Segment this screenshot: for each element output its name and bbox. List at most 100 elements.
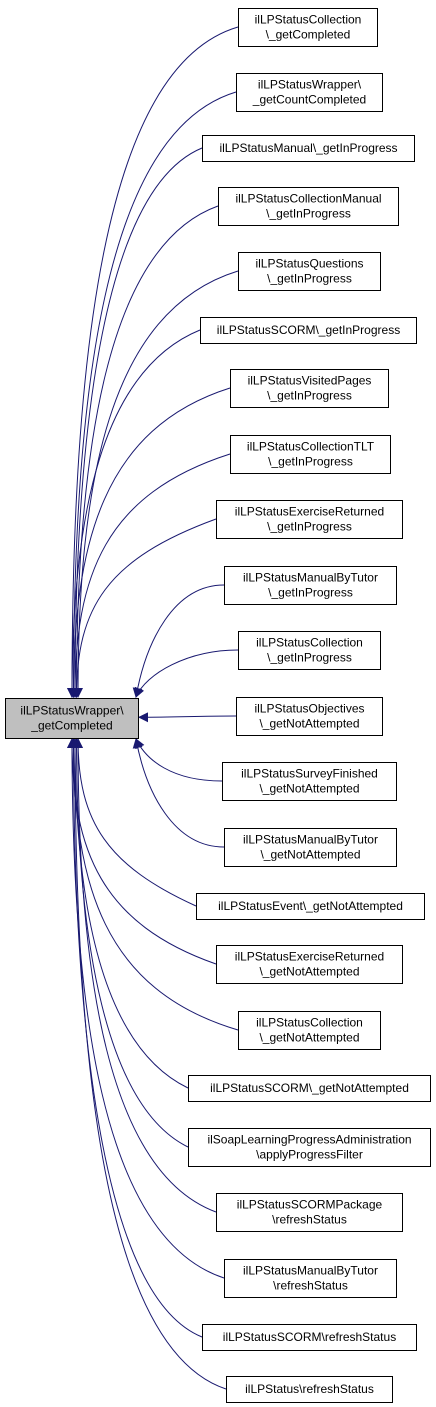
caller-node-13-label-line: ilLPStatusSurveyFinished (241, 767, 378, 781)
caller-node-18[interactable]: ilLPStatusSCORM\_getNotAttempted (188, 1075, 431, 1102)
caller-node-9-box (216, 500, 403, 539)
caller-node-21-box (224, 1259, 397, 1298)
caller-node-1[interactable]: ilLPStatusCollection\_getCompleted (238, 8, 378, 47)
caller-node-2-label-line: ilLPStatusWrapper\ (258, 78, 362, 92)
caller-node-5-box (238, 252, 381, 291)
caller-node-23-box (226, 1376, 393, 1403)
caller-node-14-label-line: ilLPStatusManualByTutor (243, 833, 378, 847)
edge-caller-11 (134, 649, 239, 698)
caller-node-2[interactable]: ilLPStatusWrapper\_getCountCompleted (236, 73, 383, 112)
caller-node-7-label-line: ilLPStatusVisitedPages (248, 374, 372, 388)
nodes-layer: ilLPStatusWrapper\_getCompletedilLPStatu… (5, 8, 431, 1403)
caller-node-8[interactable]: ilLPStatusCollectionTLT\_getInProgress (230, 435, 391, 474)
caller-node-9[interactable]: ilLPStatusExerciseReturned\_getInProgres… (216, 500, 403, 539)
edge-caller-14 (132, 738, 225, 848)
caller-node-8-box (230, 435, 391, 474)
caller-node-12-box (236, 697, 383, 736)
focus-node-box (5, 698, 139, 739)
edge-caller-2 (68, 91, 237, 698)
caller-node-21-label-line: ilLPStatusManualByTutor (243, 1264, 378, 1278)
edge-caller-9 (71, 518, 217, 698)
caller-node-4-box (218, 187, 399, 226)
caller-node-21-label-line: \refreshStatus (273, 1279, 348, 1293)
caller-node-23-label-line: ilLPStatus\refreshStatus (245, 1382, 374, 1396)
caller-node-8-label-line: ilLPStatusCollectionTLT (247, 440, 375, 454)
caller-node-8-label-line: \_getInProgress (268, 455, 353, 469)
edge-caller-22 (68, 738, 203, 1338)
caller-node-13-label-line: \_getNotAttempted (259, 782, 359, 796)
caller-node-5-label-line: \_getInProgress (267, 272, 352, 286)
caller-node-13[interactable]: ilLPStatusSurveyFinished\_getNotAttempte… (222, 762, 397, 801)
caller-node-4-label-line: ilLPStatusCollectionManual (235, 192, 381, 206)
edge-caller-20 (73, 738, 217, 1213)
caller-node-20-label-line: \refreshStatus (272, 1213, 347, 1227)
caller-node-18-label-line: ilLPStatusSCORM\_getNotAttempted (210, 1081, 409, 1095)
caller-node-16-label-line: ilLPStatusExerciseReturned (235, 950, 384, 964)
edge-caller-18 (70, 738, 189, 1089)
caller-node-2-box (236, 73, 383, 112)
edge-caller-19 (71, 738, 189, 1148)
caller-node-15[interactable]: ilLPStatusEvent\_getNotAttempted (196, 893, 425, 920)
caller-node-9-label-line: ilLPStatusExerciseReturned (235, 505, 384, 519)
edge-caller-3 (70, 147, 203, 698)
caller-node-19[interactable]: ilSoapLearningProgressAdministration\app… (188, 1128, 431, 1167)
caller-node-9-label-line: \_getInProgress (267, 520, 352, 534)
caller-node-6[interactable]: ilLPStatusSCORM\_getInProgress (200, 317, 417, 344)
caller-node-14-label-line: \_getNotAttempted (260, 848, 360, 862)
edge-caller-16 (67, 738, 217, 965)
caller-node-17[interactable]: ilLPStatusCollection\_getNotAttempted (238, 1011, 381, 1050)
caller-node-14-box (224, 828, 397, 867)
focus-node-label-line: ilLPStatusWrapper\ (20, 704, 124, 718)
edge-caller-15 (73, 738, 197, 907)
caller-node-16[interactable]: ilLPStatusExerciseReturned\_getNotAttemp… (216, 945, 403, 984)
caller-node-12-label-line: \_getNotAttempted (259, 717, 359, 731)
caller-node-19-box (188, 1128, 431, 1167)
caller-node-2-label-line: _getCountCompleted (252, 93, 366, 107)
caller-node-21[interactable]: ilLPStatusManualByTutor\refreshStatus (224, 1259, 397, 1298)
caller-node-20-label-line: ilLPStatusSCORMPackage (237, 1198, 383, 1212)
caller-node-16-box (216, 945, 403, 984)
edges-layer (67, 26, 239, 1390)
edge-caller-1 (67, 26, 239, 698)
caller-node-11-label-line: ilLPStatusCollection (256, 636, 363, 650)
caller-node-15-label-line: ilLPStatusEvent\_getNotAttempted (218, 899, 403, 913)
caller-node-4-label-line: \_getInProgress (266, 207, 351, 221)
caller-node-5[interactable]: ilLPStatusQuestions\_getInProgress (238, 252, 381, 291)
caller-node-11[interactable]: ilLPStatusCollection\_getInProgress (238, 631, 381, 670)
caller-node-22[interactable]: ilLPStatusSCORM\refreshStatus (202, 1324, 417, 1351)
caller-node-14[interactable]: ilLPStatusManualByTutor\_getNotAttempted (224, 828, 397, 867)
caller-node-10[interactable]: ilLPStatusManualByTutor\_getInProgress (224, 566, 397, 605)
edge-caller-12 (138, 712, 237, 723)
caller-node-3-box (202, 135, 415, 162)
edge-caller-23 (70, 738, 227, 1390)
caller-node-18-box (188, 1075, 431, 1102)
caller-node-11-label-line: \_getInProgress (267, 651, 352, 665)
caller-node-7-box (230, 369, 389, 408)
caller-node-23[interactable]: ilLPStatus\refreshStatus (226, 1376, 393, 1403)
caller-node-7[interactable]: ilLPStatusVisitedPages\_getInProgress (230, 369, 389, 408)
caller-node-4[interactable]: ilLPStatusCollectionManual\_getInProgres… (218, 187, 399, 226)
caller-node-3-label-line: ilLPStatusManual\_getInProgress (219, 141, 397, 155)
caller-node-1-label-line: \_getCompleted (266, 28, 351, 42)
caller-node-3[interactable]: ilLPStatusManual\_getInProgress (202, 135, 415, 162)
caller-node-12[interactable]: ilLPStatusObjectives\_getNotAttempted (236, 697, 383, 736)
caller-node-17-label-line: ilLPStatusCollection (256, 1016, 363, 1030)
edge-caller-4 (71, 205, 219, 698)
edge-caller-13 (135, 738, 223, 782)
caller-node-19-label-line: ilSoapLearningProgressAdministration (207, 1133, 411, 1147)
edge-caller-21 (67, 738, 225, 1279)
focus-node[interactable]: ilLPStatusWrapper\_getCompleted (5, 698, 139, 739)
caller-node-6-box (200, 317, 417, 344)
caller-node-17-label-line: \_getNotAttempted (259, 1031, 359, 1045)
caller-node-1-box (238, 8, 378, 47)
caller-node-1-label-line: ilLPStatusCollection (255, 13, 362, 27)
caller-node-5-label-line: ilLPStatusQuestions (255, 257, 363, 271)
edge-caller-10 (132, 584, 225, 698)
caller-node-20[interactable]: ilLPStatusSCORMPackage\refreshStatus (216, 1193, 403, 1232)
edge-caller-7 (68, 387, 231, 698)
caller-node-16-label-line: \_getNotAttempted (259, 965, 359, 979)
caller-node-12-label-line: ilLPStatusObjectives (254, 702, 364, 716)
caller-node-13-box (222, 762, 397, 801)
edge-caller-8 (70, 453, 231, 698)
